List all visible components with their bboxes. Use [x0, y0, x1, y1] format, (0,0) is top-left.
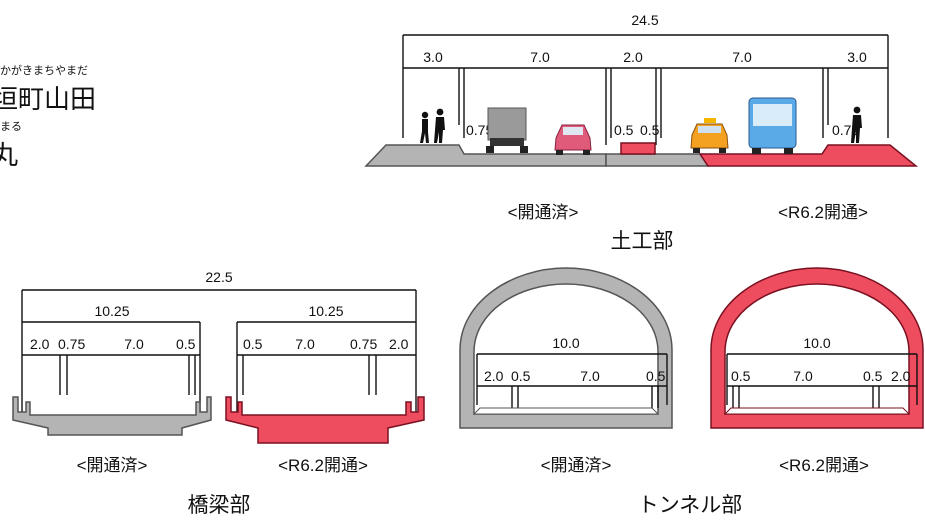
tunnel-section: 10.0 2.0 0.5 7.0 0.5 10.0 0.5 7.0 0.5 2.… — [459, 267, 924, 517]
bridge-opened-deck — [12, 396, 212, 436]
bridge-right-part-4: 2.0 — [389, 336, 409, 352]
earthwork-seg-2: 7.0 — [530, 49, 550, 65]
tunnel-right-width: 10.0 — [803, 335, 830, 351]
place-furigana-2: まる — [0, 120, 22, 133]
bridge-left-part-2: 0.75 — [58, 336, 85, 352]
tunnel-left-part-2: 0.5 — [511, 368, 531, 384]
earthwork-seg-1: 3.0 — [423, 49, 443, 65]
tunnel-new-lining — [710, 267, 924, 429]
bridge-title: 橋梁部 — [188, 494, 251, 517]
bridge-left-part-4: 0.5 — [176, 336, 196, 352]
bus-icon — [748, 97, 797, 154]
tunnel-title: トンネル部 — [638, 494, 743, 517]
tunnel-opened-lining — [459, 267, 673, 429]
car-icon — [554, 124, 592, 155]
place-labels: かがきまちやまだ 垣町山田 まる 丸 — [0, 63, 96, 170]
earthwork-median — [620, 142, 656, 155]
earthwork-inner-1: 0.75 — [466, 122, 493, 138]
place-furigana-1: かがきまちやまだ — [0, 63, 88, 77]
earthwork-status-right: <R6.2開通> — [778, 203, 868, 222]
tunnel-status-right: <R6.2開通> — [779, 456, 869, 475]
place-name-2: 丸 — [0, 140, 18, 170]
tunnel-left-part-4: 0.5 — [646, 368, 666, 384]
earthwork-seg-4: 7.0 — [732, 49, 752, 65]
earthwork-inner-2: 0.5 — [614, 122, 634, 138]
earthwork-seg-5: 3.0 — [847, 49, 867, 65]
earthwork-total-width: 24.5 — [631, 12, 658, 28]
earthwork-opened-section-mid — [605, 153, 710, 167]
pedestrian-icon — [851, 106, 862, 143]
bridge-right-half: 10.25 — [308, 303, 343, 319]
tunnel-left-part-1: 2.0 — [484, 368, 504, 384]
bridge-section: 22.5 10.25 10.25 2.0 0.75 7.0 0.5 0.5 7.… — [12, 269, 425, 517]
tunnel-right-part-3: 0.5 — [863, 368, 883, 384]
earthwork-section: 24.5 3.0 7.0 2.0 7.0 3.0 0.75 0.5 0.5 0.… — [364, 12, 919, 253]
bridge-right-part-3: 0.75 — [350, 336, 377, 352]
bridge-status-left: <開通済> — [77, 456, 148, 475]
bridge-total-width: 22.5 — [205, 269, 232, 285]
bridge-new-deck — [225, 396, 425, 444]
tunnel-left-part-3: 7.0 — [580, 368, 600, 384]
bridge-right-part-2: 7.0 — [295, 336, 315, 352]
bridge-left-part-1: 2.0 — [30, 336, 50, 352]
tunnel-right-part-1: 0.5 — [731, 368, 751, 384]
pedestrian-icon — [420, 108, 445, 143]
bridge-status-right: <R6.2開通> — [278, 456, 368, 475]
tunnel-status-left: <開通済> — [541, 456, 612, 475]
earthwork-status-left: <開通済> — [508, 203, 579, 222]
earthwork-title: 土工部 — [611, 230, 674, 253]
tunnel-right-part-2: 7.0 — [793, 368, 813, 384]
tunnel-left-width: 10.0 — [552, 335, 579, 351]
bridge-left-part-3: 7.0 — [124, 336, 144, 352]
earthwork-new-section — [698, 144, 919, 167]
truck-icon — [486, 107, 528, 153]
tunnel-right-part-4: 2.0 — [891, 368, 911, 384]
taxi-icon — [690, 118, 729, 153]
bridge-left-half: 10.25 — [94, 303, 129, 319]
place-name-1: 垣町山田 — [0, 84, 96, 114]
earthwork-seg-3: 2.0 — [623, 49, 643, 65]
earthwork-inner-3: 0.5 — [640, 122, 660, 138]
bridge-right-part-1: 0.5 — [243, 336, 263, 352]
